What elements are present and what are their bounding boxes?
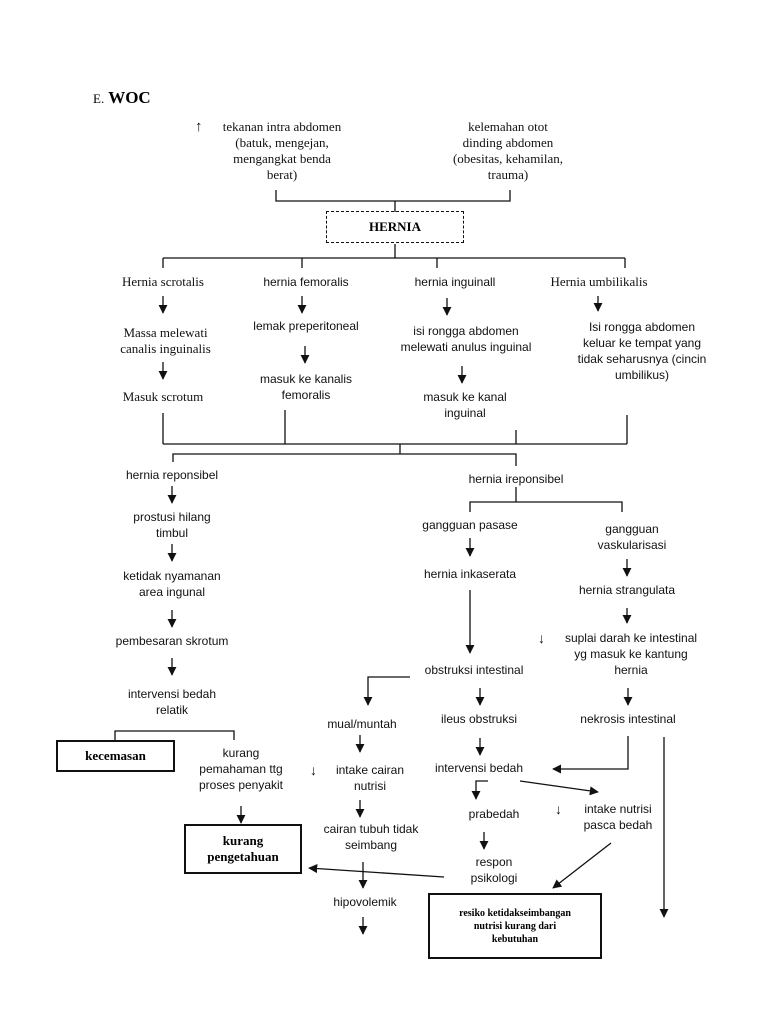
type-scrotalis-title: Hernia scrotalis <box>122 274 204 289</box>
intake-cairan: ↓ intake cairan nutrisi <box>310 762 420 794</box>
intake-nutrisi: ↓ intake nutrisi pasca bedah <box>553 801 673 833</box>
type-femoralis-title: hernia femoralis <box>263 275 349 289</box>
kurang-pemahaman: kurang pemahaman ttg proses penyakit <box>198 746 284 792</box>
intake-cairan-text: intake cairan nutrisi <box>335 763 405 793</box>
down-arrow-icon: ↓ <box>310 762 317 778</box>
intake-nutrisi-text: intake nutrisi pasca bedah <box>583 802 653 832</box>
type-inguinal-step1: isi rongga abdomen melewati anulus ingui… <box>400 324 532 354</box>
kecemasan-box: kecemasan <box>56 740 175 772</box>
reponsibel-step1: prostusi hilang timbul <box>133 510 211 540</box>
respon-to-pengetahuan-arrow <box>308 864 445 878</box>
obstruksi-intestinal: obstruksi intestinal <box>424 663 524 677</box>
cause-pressure: ↑ tekanan intra abdomen (batuk, mengejan… <box>194 119 364 183</box>
ireponsibel-title: hernia ireponsibel <box>468 472 564 486</box>
mual-muntah: mual/muntah <box>327 717 397 731</box>
type-scrotalis-step1: Massa melewati canalis inguinalis <box>120 325 211 356</box>
gangguan-pasase: gangguan pasase <box>422 518 518 532</box>
intake-to-resiko-arrow <box>552 842 612 889</box>
section-title: E. WOC <box>93 88 151 108</box>
gangguan-vaskularisasi: gangguan vaskularisasi <box>597 522 667 552</box>
hernia-node: HERNIA <box>326 211 464 243</box>
type-umbilikalis-title: Hernia umbilikalis <box>550 274 648 289</box>
prabedah: prabedah <box>468 807 520 821</box>
type-inguinal-step2: masuk ke kanal inguinal <box>423 390 507 420</box>
kecemasan-split-line <box>114 730 235 740</box>
resiko-nutrisi-box: resiko ketidakseimbangan nutrisi kurang … <box>428 893 602 959</box>
cause-weakness: kelemahan otot dinding abdomen (obesitas… <box>452 119 564 182</box>
intervensi-to-intake-arrow <box>519 780 599 796</box>
section-heading: WOC <box>108 88 151 107</box>
down-arrow-icon: ↓ <box>538 630 545 646</box>
ireponsibel-split-line <box>469 501 623 512</box>
nekrosis-intestinal: nekrosis intestinal <box>580 712 676 726</box>
hernia-inkaserata: hernia inkaserata <box>423 567 517 581</box>
down-arrow-icon: ↓ <box>555 801 562 817</box>
hipovolemik: hipovolemik <box>333 895 397 909</box>
type-umbilikalis-step1: Isi rongga abdomen keluar ke tempat yang… <box>577 320 707 382</box>
cause-pressure-text: tekanan intra abdomen (batuk, mengejan, … <box>222 119 342 182</box>
type-inguinal-title: hernia inguinall <box>414 275 496 289</box>
type-scrotalis-step2: Masuk scrotum <box>122 389 204 404</box>
type-femoralis-step1: lemak preperitoneal <box>253 319 359 333</box>
causes-bracket <box>275 190 511 202</box>
suplai-darah-text: suplai darah ke intestinal yg masuk ke k… <box>564 631 698 677</box>
intervensi-bedah: intervensi bedah <box>434 761 524 775</box>
section-prefix: E. <box>93 91 105 106</box>
reponsibel-step2: ketidak nyamanan area ingunal <box>123 569 221 599</box>
respon-psikologi: respon psikologi <box>470 855 518 885</box>
obstruksi-to-mual-arrow <box>363 676 410 706</box>
intervensi-to-prabedah-arrow <box>471 780 488 800</box>
ileus-obstruksi: ileus obstruksi <box>440 712 518 726</box>
reponsibel-step3: pembesaran skrotum <box>115 634 229 648</box>
nekrosis-to-intervensi-arrow <box>552 736 629 774</box>
cairan-tubuh: cairan tubuh tidak seimbang <box>323 822 419 852</box>
hernia-strangulata: hernia strangulata <box>578 583 676 597</box>
reponsibel-split-line <box>172 453 517 466</box>
suplai-darah: ↓ suplai darah ke intestinal yg masuk ke… <box>536 630 716 678</box>
type-femoralis-step2: masuk ke kanalis femoralis <box>259 372 353 402</box>
up-arrow-icon: ↑ <box>195 119 203 135</box>
reponsibel-step4: intervensi bedah relatik <box>127 687 217 717</box>
reponsibel-title: hernia reponsibel <box>125 468 219 482</box>
kurang-pengetahuan-box: kurang pengetahuan <box>184 824 302 874</box>
